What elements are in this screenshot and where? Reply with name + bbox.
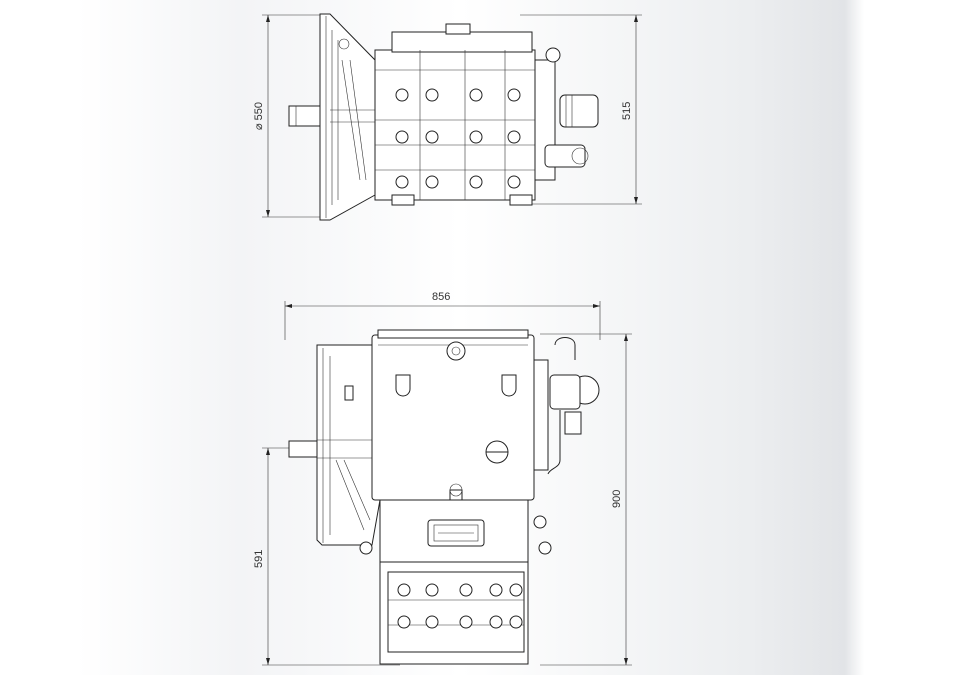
- valve-circle: [425, 175, 439, 189]
- valve-circle: [397, 615, 411, 629]
- top-auxiliary-motor: [534, 47, 599, 181]
- valve-circle: [507, 88, 521, 102]
- dim-label-591: 591: [253, 550, 265, 568]
- valve-circle: [509, 615, 523, 629]
- front-view: 856 900 591: [253, 291, 632, 666]
- valve-circle: [459, 615, 473, 629]
- front-valve-grid: [397, 583, 523, 629]
- valve-circle: [507, 130, 521, 144]
- front-lower-cover: [359, 483, 552, 563]
- dimension-diameter-550: ⌀ 550: [253, 14, 330, 218]
- top-pump-block: [374, 23, 536, 206]
- valve-circle: [459, 583, 473, 597]
- valve-circle: [395, 130, 409, 144]
- top-view: ⌀ 550 515: [253, 13, 642, 221]
- valve-circle: [395, 175, 409, 189]
- valve-circle: [397, 583, 411, 597]
- top-plug: [446, 341, 466, 361]
- lifting-eye-left: [395, 374, 411, 397]
- top-valve-grid: [395, 88, 521, 189]
- valve-circle: [489, 615, 503, 629]
- top-shaft: [288, 105, 322, 127]
- front-gearbox: [316, 344, 381, 546]
- dim-label-515: 515: [621, 102, 633, 120]
- front-fluid-end: [379, 561, 529, 665]
- valve-circle: [509, 583, 523, 597]
- dimension-856: 856: [284, 291, 601, 340]
- dimension-900: 900: [540, 333, 632, 666]
- valve-circle: [469, 175, 483, 189]
- valve-circle: [469, 130, 483, 144]
- valve-circle: [425, 88, 439, 102]
- dim-label-900: 900: [611, 490, 623, 508]
- dim-label-diameter: ⌀ 550: [253, 102, 265, 130]
- front-auxiliary-piping: [533, 337, 600, 475]
- valve-circle: [425, 583, 439, 597]
- valve-circle: [395, 88, 409, 102]
- top-gearbox: [319, 13, 376, 221]
- lifting-eye-right: [501, 374, 517, 397]
- valve-circle: [507, 175, 521, 189]
- valve-circle: [425, 615, 439, 629]
- valve-circle: [489, 583, 503, 597]
- front-housing: [371, 329, 535, 501]
- dimension-515: 515: [520, 14, 642, 205]
- dim-label-856: 856: [432, 291, 450, 303]
- valve-circle: [425, 130, 439, 144]
- valve-circle: [469, 88, 483, 102]
